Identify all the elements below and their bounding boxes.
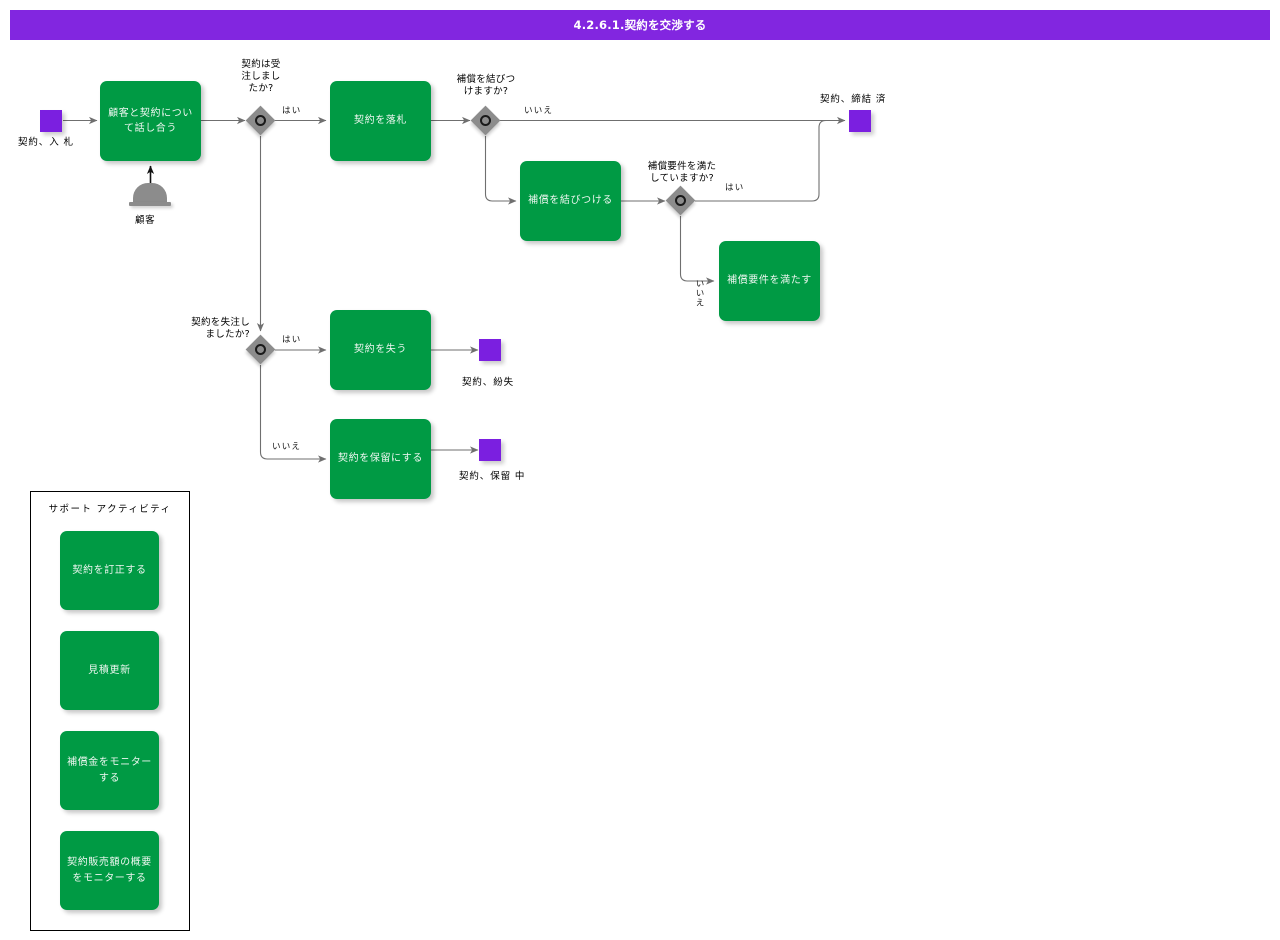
gateway-contract-lost-caption: 契約を失注し ましたか? [191, 317, 250, 340]
terminator-contract-lost[interactable] [479, 339, 501, 361]
gateway-ring-icon [675, 195, 686, 206]
terminator-contract-on-hold-label: 契約、保留 中 [459, 471, 526, 482]
terminator-contract-concluded-label: 契約、締結 済 [820, 94, 887, 105]
edge-label-ordered-yes: はい [282, 106, 302, 116]
actor-dome-shape [133, 183, 167, 205]
gateway-ring-icon [255, 344, 266, 355]
gateway-ring-icon [255, 115, 266, 126]
customer-actor-icon [129, 181, 171, 211]
activity-meet-compensation-requirements[interactable]: 補償要件を満たす [719, 241, 820, 321]
support-activities-title: サポート アクティビティ [48, 504, 172, 515]
terminator-contract-bid-label: 契約、入 札 [18, 137, 74, 148]
gateway-ring-icon [480, 115, 491, 126]
edge-gw-req-no [679, 216, 715, 285]
gateway-contract-ordered-caption: 契約は受 注しまし たか? [241, 59, 281, 94]
edge-label-compensation-req-no: いいえ [694, 279, 704, 308]
edge-label-compensation-req-yes: はい [725, 183, 745, 193]
actor-base-shape [129, 202, 171, 206]
support-activity-monitor-compensation[interactable]: 補償金をモニターする [60, 731, 159, 810]
edge-gw-linkcomp-yes [484, 136, 517, 205]
edge-label-link-compensation-no: いいえ [524, 106, 554, 116]
gateway-compensation-requirements-met[interactable] [665, 185, 696, 216]
terminator-contract-bid[interactable] [40, 110, 62, 132]
gateway-link-compensation[interactable] [470, 105, 501, 136]
support-activity-amend-contract[interactable]: 契約を訂正する [60, 531, 159, 610]
support-activity-monitor-contract-sales-summary[interactable]: 契約販売額の概要をモニターする [60, 831, 159, 910]
edge-label-lost-yes: はい [282, 335, 302, 345]
edge-label-lost-no: いいえ [272, 442, 302, 452]
terminator-contract-lost-label: 契約、紛失 [462, 377, 515, 388]
support-activity-update-quote[interactable]: 見積更新 [60, 631, 159, 710]
activity-link-compensation[interactable]: 補償を結びつける [520, 161, 621, 241]
terminator-contract-concluded[interactable] [849, 110, 871, 132]
gateway-contract-ordered[interactable] [245, 105, 276, 136]
terminator-contract-on-hold[interactable] [479, 439, 501, 461]
diagram-title-bar: 4.2.6.1.契約を交渉する [10, 10, 1270, 40]
customer-actor-label: 顧客 [135, 215, 156, 226]
activity-hold-contract[interactable]: 契約を保留にする [330, 419, 431, 499]
gateway-compensation-requirements-met-caption: 補償要件を満た していますか? [647, 161, 717, 184]
activity-discuss-contract-with-customer[interactable]: 顧客と契約について話し合う [100, 81, 201, 161]
page-title: 4.2.6.1.契約を交渉する [573, 18, 707, 32]
gateway-link-compensation-caption: 補償を結びつ けますか? [456, 74, 516, 97]
activity-lose-contract[interactable]: 契約を失う [330, 310, 431, 390]
activity-win-contract[interactable]: 契約を落札 [330, 81, 431, 161]
gateway-contract-lost[interactable] [245, 334, 276, 365]
